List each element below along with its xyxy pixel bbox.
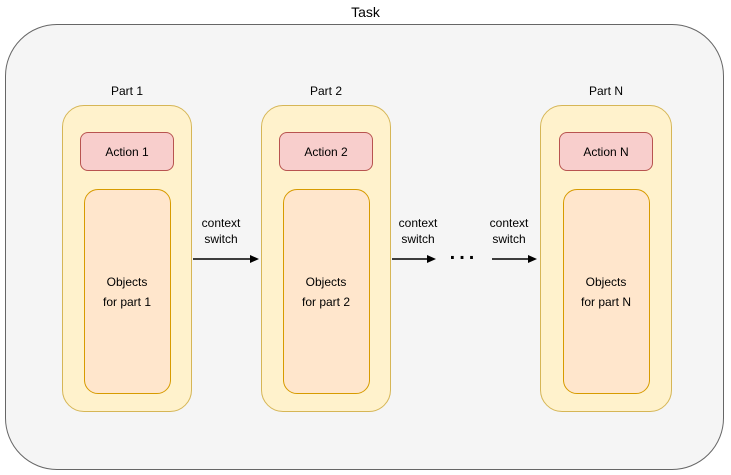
- action-1-box: Action 1: [80, 132, 174, 171]
- objects-2-line1: Objects: [305, 274, 347, 289]
- objects-n-box: Objects for part N: [562, 189, 650, 394]
- objects-2-line2: for part 2: [301, 294, 351, 309]
- context-switch-label-2: context switch: [398, 216, 438, 246]
- objects-1-line1: Objects: [106, 274, 148, 289]
- objects-1-box: Objects for part 1: [83, 189, 171, 394]
- action-n-label: Action N: [583, 144, 629, 159]
- context-switch-label-1: context switch: [201, 216, 241, 246]
- action-1-label: Action 1: [105, 144, 149, 159]
- part-2-label: Part 2: [309, 84, 342, 98]
- context-switch-label-3: context switch: [489, 216, 529, 246]
- part-n-box: Action N Objects for part N: [540, 105, 672, 412]
- action-2-label: Action 2: [304, 144, 348, 159]
- objects-n-line1: Objects: [585, 274, 627, 289]
- objects-2-box: Objects for part 2: [282, 189, 370, 394]
- objects-n-line2: for part N: [580, 294, 631, 309]
- action-2-box: Action 2: [279, 132, 373, 171]
- part-1-box: Action 1 Objects for part 1: [62, 105, 192, 412]
- part-2-box: Action 2 Objects for part 2: [261, 105, 391, 412]
- action-n-box: Action N: [559, 132, 653, 171]
- task-title: Task: [351, 4, 380, 20]
- objects-1-line2: for part 1: [102, 294, 152, 309]
- part-n-label: Part N: [588, 84, 623, 98]
- ellipsis-dots: ...: [449, 242, 479, 264]
- part-1-label: Part 1: [110, 84, 143, 98]
